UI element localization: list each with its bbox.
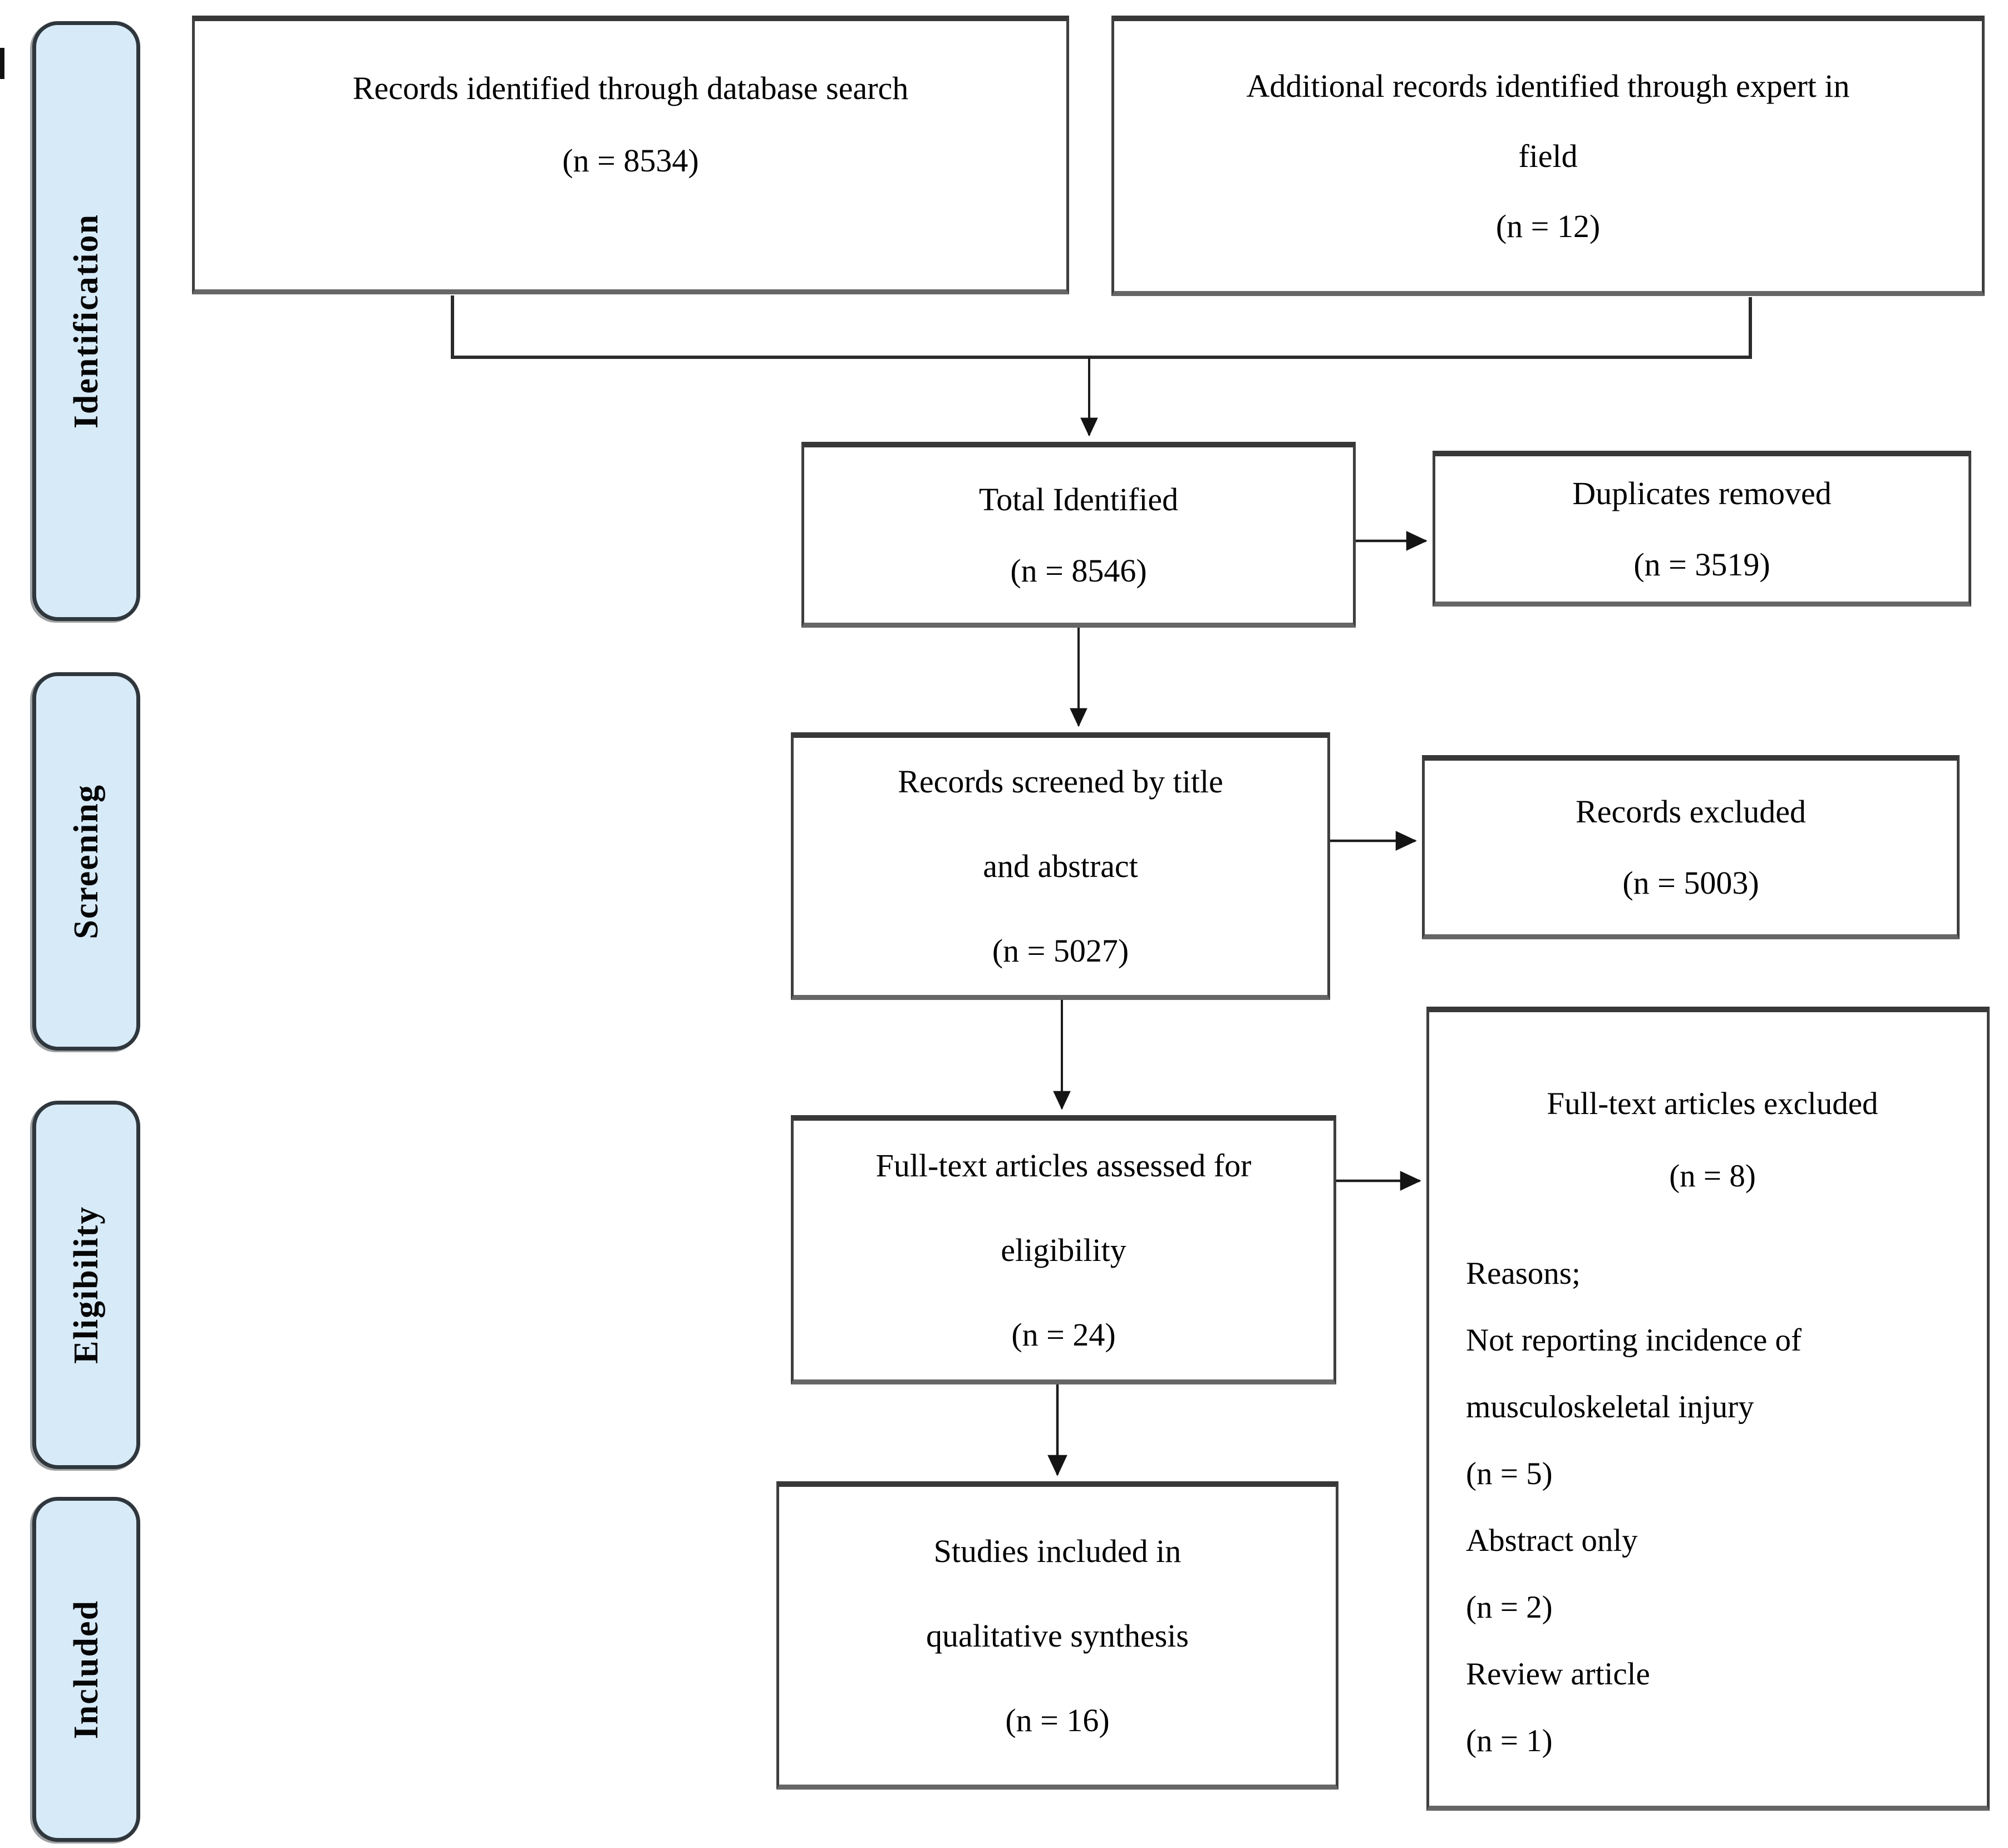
stage-eligibility-label: Eligibility [67, 1206, 105, 1364]
box-fulltext-assessed-line: Full-text articles assessed for [875, 1147, 1252, 1184]
box-records-identified-database: Records identified through database sear… [192, 16, 1069, 294]
box-studies-included-line: Studies included in [933, 1532, 1182, 1569]
exclusion-reason-line: Reasons; [1466, 1256, 1581, 1291]
box-records-excluded-line: Records excluded [1576, 794, 1806, 830]
box-duplicates-removed-count: (n = 3519) [1633, 546, 1770, 583]
box-total-identified: Total Identified (n = 8546) [801, 442, 1356, 628]
exclusion-reason-line: Not reporting incidence of [1466, 1323, 1802, 1358]
box-fulltext-assessed: Full-text articles assessed for eligibil… [791, 1115, 1336, 1384]
box-records-screened-line: Records screened by title [898, 763, 1223, 800]
connector-merge-identification [451, 295, 1752, 359]
box-total-identified-line: Total Identified [978, 481, 1179, 518]
box-records-identified-database-count: (n = 8534) [562, 142, 699, 179]
box-additional-records-expert: Additional records identified through ex… [1111, 16, 1985, 296]
box-additional-records-expert-line: Additional records identified through ex… [1246, 67, 1850, 104]
stage-included-label: Included [67, 1599, 105, 1739]
scan-artifact [0, 48, 4, 79]
stage-identification-label: Identification [67, 213, 105, 429]
box-duplicates-removed: Duplicates removed (n = 3519) [1433, 451, 1971, 607]
box-studies-included-line: qualitative synthesis [926, 1617, 1189, 1654]
box-fulltext-excluded-title-line: Full-text articles excluded [1547, 1086, 1878, 1121]
exclusion-reason-count: (n = 2) [1466, 1590, 1553, 1625]
box-records-screened-line: and abstract [983, 848, 1138, 884]
box-additional-records-expert-line: field [1518, 137, 1578, 174]
box-total-identified-count: (n = 8546) [1010, 552, 1147, 589]
stage-screening-label: Screening [67, 783, 105, 939]
stage-screening: Screening [32, 672, 140, 1051]
box-additional-records-expert-count: (n = 12) [1495, 208, 1601, 244]
box-fulltext-excluded-reasons: Reasons; Not reporting incidence of musc… [1466, 1240, 1959, 1775]
box-studies-included-count: (n = 16) [1005, 1702, 1110, 1738]
box-fulltext-assessed-count: (n = 24) [1011, 1316, 1116, 1353]
stage-eligibility: Eligibility [32, 1101, 140, 1469]
box-studies-included: Studies included in qualitative synthesi… [776, 1481, 1338, 1790]
box-fulltext-excluded: Full-text articles excluded (n = 8) Reas… [1426, 1007, 1990, 1811]
stage-included: Included [32, 1497, 140, 1842]
exclusion-reason-line: Review article [1466, 1657, 1650, 1692]
stage-identification: Identification [32, 21, 140, 621]
box-records-screened: Records screened by title and abstract (… [791, 732, 1330, 1000]
exclusion-reason-line: musculoskeletal injury [1466, 1389, 1754, 1425]
exclusion-reason-line: Abstract only [1466, 1523, 1638, 1558]
exclusion-reason-count: (n = 1) [1466, 1723, 1553, 1758]
exclusion-reason-count: (n = 5) [1466, 1456, 1553, 1491]
box-duplicates-removed-line: Duplicates removed [1572, 475, 1832, 511]
box-records-identified-database-line: Records identified through database sear… [352, 70, 909, 106]
box-fulltext-excluded-count: (n = 8) [1669, 1159, 1756, 1194]
box-records-screened-count: (n = 5027) [992, 933, 1129, 969]
box-fulltext-assessed-line: eligibility [1001, 1231, 1126, 1268]
box-records-excluded: Records excluded (n = 5003) [1422, 755, 1960, 939]
box-fulltext-excluded-title: Full-text articles excluded (n = 8) [1466, 1068, 1959, 1213]
box-records-excluded-count: (n = 5003) [1622, 865, 1759, 901]
